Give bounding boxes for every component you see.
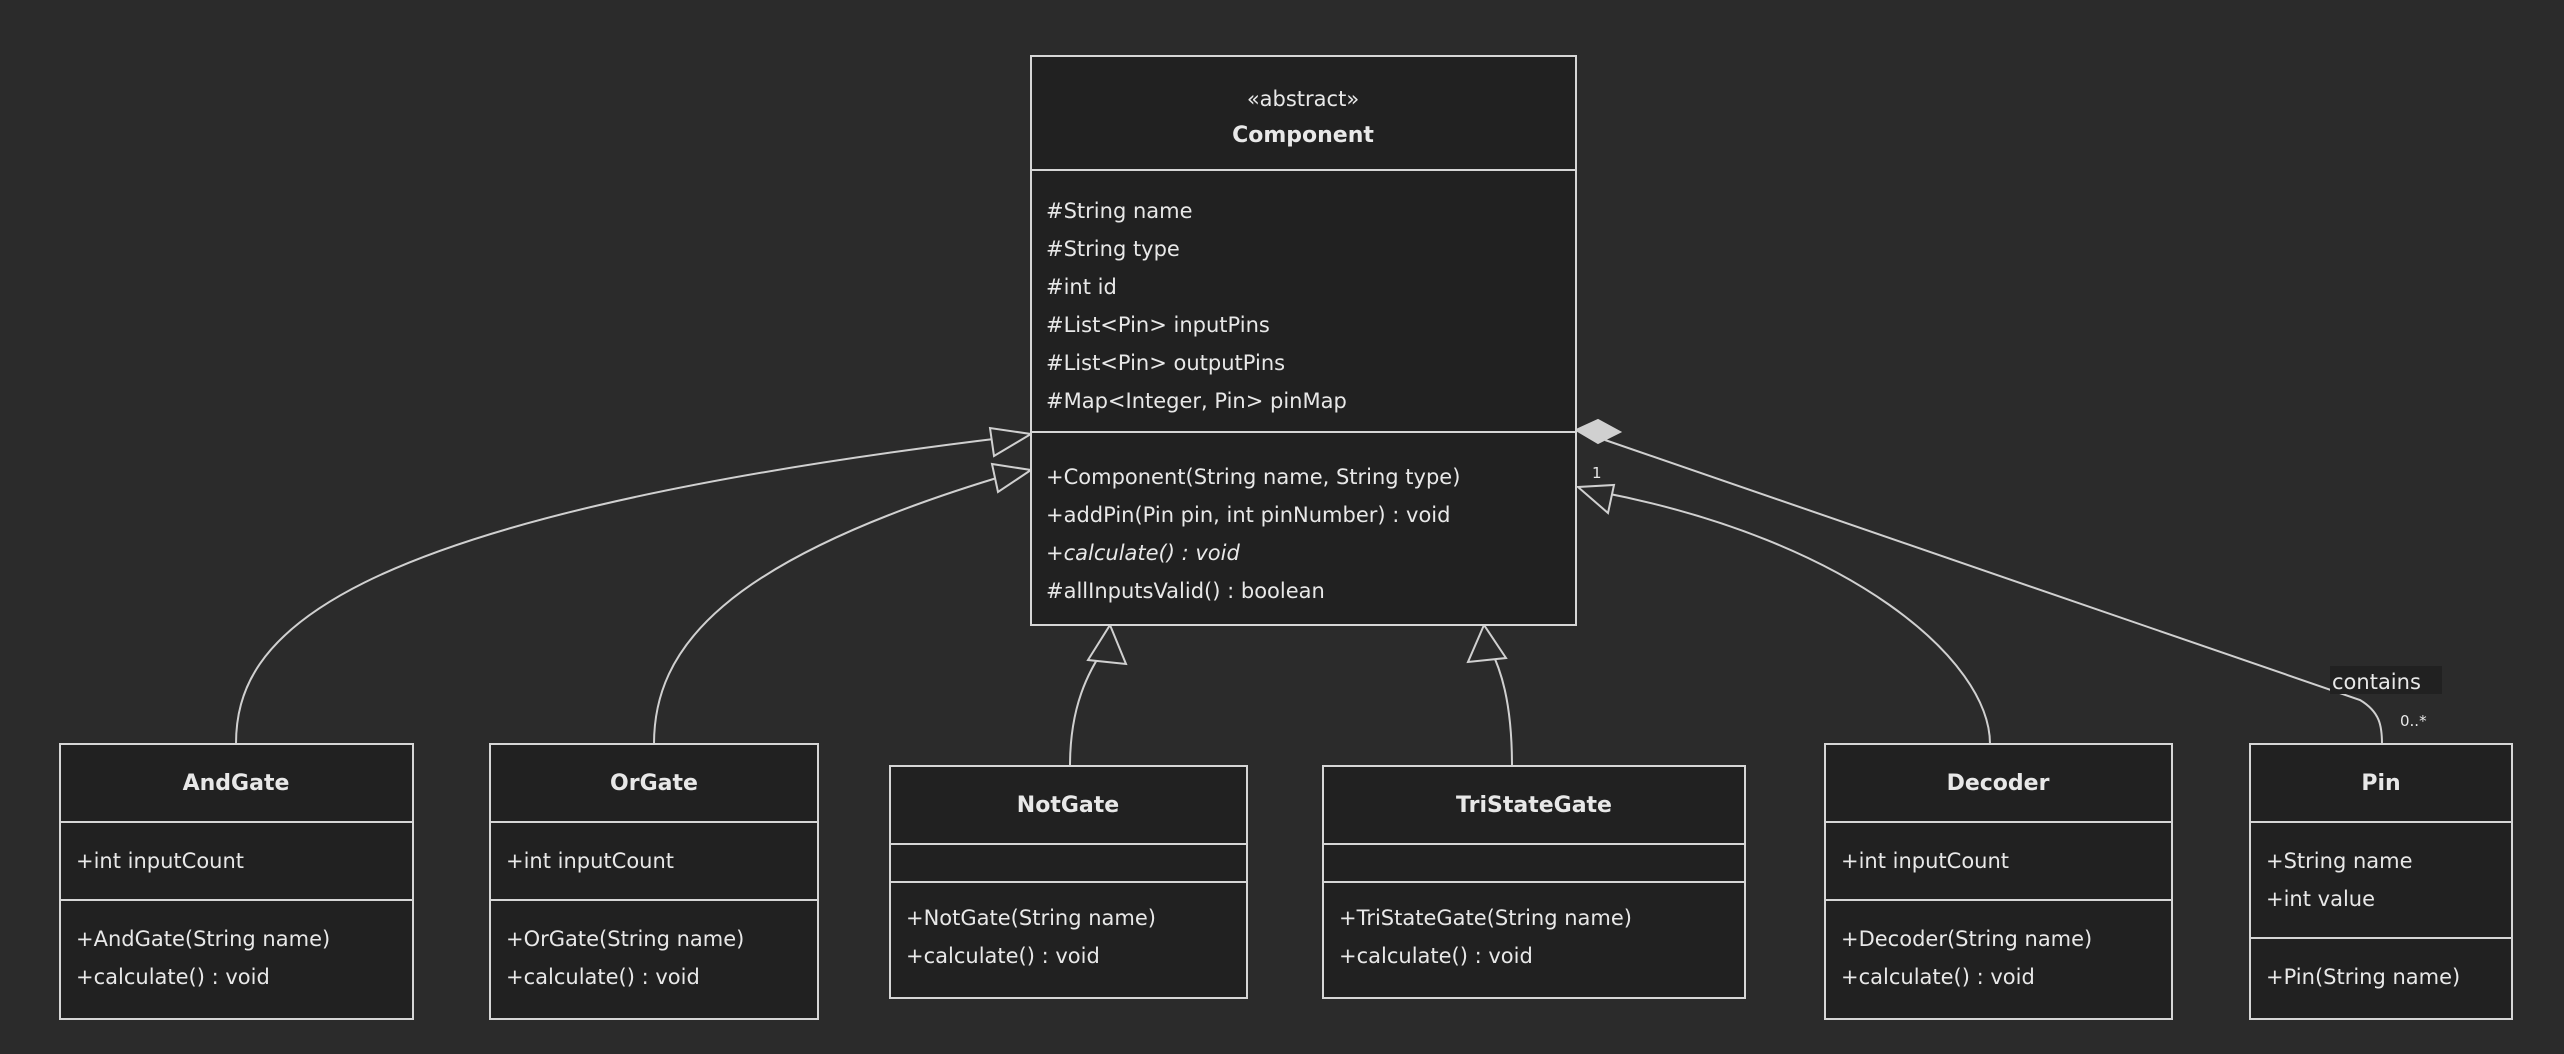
- edge-orgate-component: [653, 462, 1034, 745]
- class-operation: +TriStateGate(String name): [1339, 906, 1632, 930]
- class-attribute: #Map<Integer, Pin> pinMap: [1046, 389, 1347, 413]
- class-attribute: #List<Pin> inputPins: [1046, 313, 1270, 337]
- class-box-orgate[interactable]: OrGate +int inputCount +OrGate(String na…: [489, 743, 819, 1020]
- class-operation: #allInputsValid() : boolean: [1046, 579, 1325, 603]
- edge-andgate-component: [235, 426, 1034, 745]
- class-name-andgate: AndGate: [183, 771, 290, 796]
- class-operation: +AndGate(String name): [76, 927, 330, 951]
- class-attribute: +int inputCount: [76, 849, 244, 873]
- class-attribute: #String name: [1046, 199, 1193, 223]
- class-name-notgate: NotGate: [1017, 793, 1119, 818]
- class-attribute: #int id: [1046, 275, 1117, 299]
- edge-tristategate-component: [1466, 622, 1513, 767]
- class-operation: +Decoder(String name): [1841, 927, 2092, 951]
- class-box-andgate[interactable]: AndGate +int inputCount +AndGate(String …: [59, 743, 414, 1020]
- class-attribute: +int inputCount: [1841, 849, 2009, 873]
- class-attribute: +String name: [2266, 849, 2413, 873]
- class-operation: +calculate() : void: [76, 965, 270, 989]
- class-attribute: #List<Pin> outputPins: [1046, 351, 1285, 375]
- class-operation: +Pin(String name): [2266, 965, 2460, 989]
- class-box-tristategate[interactable]: TriStateGate +TriStateGate(String name) …: [1322, 765, 1746, 999]
- class-attribute: #String type: [1046, 237, 1180, 261]
- class-operation: +NotGate(String name): [906, 906, 1156, 930]
- class-operation: +calculate() : void: [1841, 965, 2035, 989]
- association-label-contains: contains: [2332, 670, 2421, 694]
- edge-notgate-component: [1069, 622, 1128, 767]
- association-multiplicity-source: 1: [1592, 464, 1602, 482]
- class-box-component[interactable]: «abstract» Component #String name #Strin…: [1030, 55, 1577, 626]
- class-attribute: +int value: [2266, 887, 2375, 911]
- class-name-tristategate: TriStateGate: [1456, 793, 1612, 818]
- class-operation: +Component(String name, String type): [1046, 465, 1460, 489]
- class-box-decoder[interactable]: Decoder +int inputCount +Decoder(String …: [1824, 743, 2173, 1020]
- class-attribute: +int inputCount: [506, 849, 674, 873]
- class-operation-abstract: +calculate() : void: [1046, 541, 1240, 565]
- class-operation: +calculate() : void: [506, 965, 700, 989]
- class-stereotype-component: «abstract»: [1247, 87, 1359, 111]
- edge-decoder-component: [1575, 483, 1991, 745]
- class-operation: +OrGate(String name): [506, 927, 744, 951]
- edge-component-contains-pin: contains 1 0..*: [1573, 418, 2442, 745]
- association-multiplicity-target: 0..*: [2400, 712, 2427, 730]
- class-operation: +addPin(Pin pin, int pinNumber) : void: [1046, 503, 1450, 527]
- class-box-notgate[interactable]: NotGate +NotGate(String name) +calculate…: [889, 765, 1248, 999]
- class-name-orgate: OrGate: [610, 771, 698, 796]
- class-name-component: Component: [1232, 123, 1374, 148]
- class-operation: +calculate() : void: [906, 944, 1100, 968]
- class-box-pin[interactable]: Pin +String name +int value +Pin(String …: [2249, 743, 2513, 1020]
- class-name-decoder: Decoder: [1947, 771, 2050, 796]
- class-name-pin: Pin: [2361, 771, 2400, 796]
- class-operation: +calculate() : void: [1339, 944, 1533, 968]
